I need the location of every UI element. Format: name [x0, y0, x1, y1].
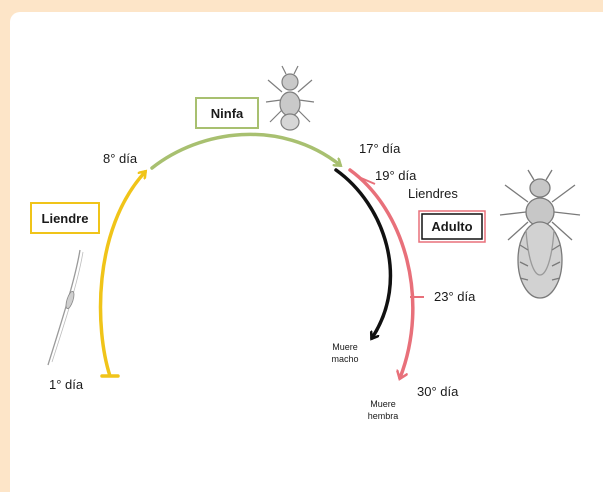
- ninfa-label: Ninfa: [211, 106, 244, 121]
- male-death-arrow: [336, 170, 390, 338]
- muere-macho-line1: Muere: [332, 342, 358, 352]
- ninfa-stage-arc: [152, 134, 340, 168]
- muere-hembra-line1: Muere: [370, 399, 396, 409]
- day30-label: 30° día: [417, 384, 459, 399]
- liendre-box: Liendre: [31, 203, 99, 233]
- day17-label: 17° día: [359, 141, 401, 156]
- adult-female-arc: [350, 170, 413, 378]
- day19-label: 19° día: [375, 168, 417, 183]
- muere-hembra-line2: hembra: [368, 411, 399, 421]
- ninfa-box: Ninfa: [196, 98, 258, 128]
- liendre-label: Liendre: [42, 211, 89, 226]
- adulto-box: Adulto: [419, 211, 485, 242]
- adult-louse-icon: [500, 170, 580, 298]
- day1-label: 1° día: [49, 377, 84, 392]
- liendres-label: Liendres: [408, 186, 458, 201]
- liendre-stage-arc: [101, 172, 145, 376]
- day8-label: 8° día: [103, 151, 138, 166]
- nit-icon: [48, 250, 83, 365]
- adulto-label: Adulto: [431, 219, 472, 234]
- nymph-louse-icon: [266, 66, 314, 130]
- muere-macho-line2: macho: [331, 354, 358, 364]
- day23-label: 23° día: [434, 289, 476, 304]
